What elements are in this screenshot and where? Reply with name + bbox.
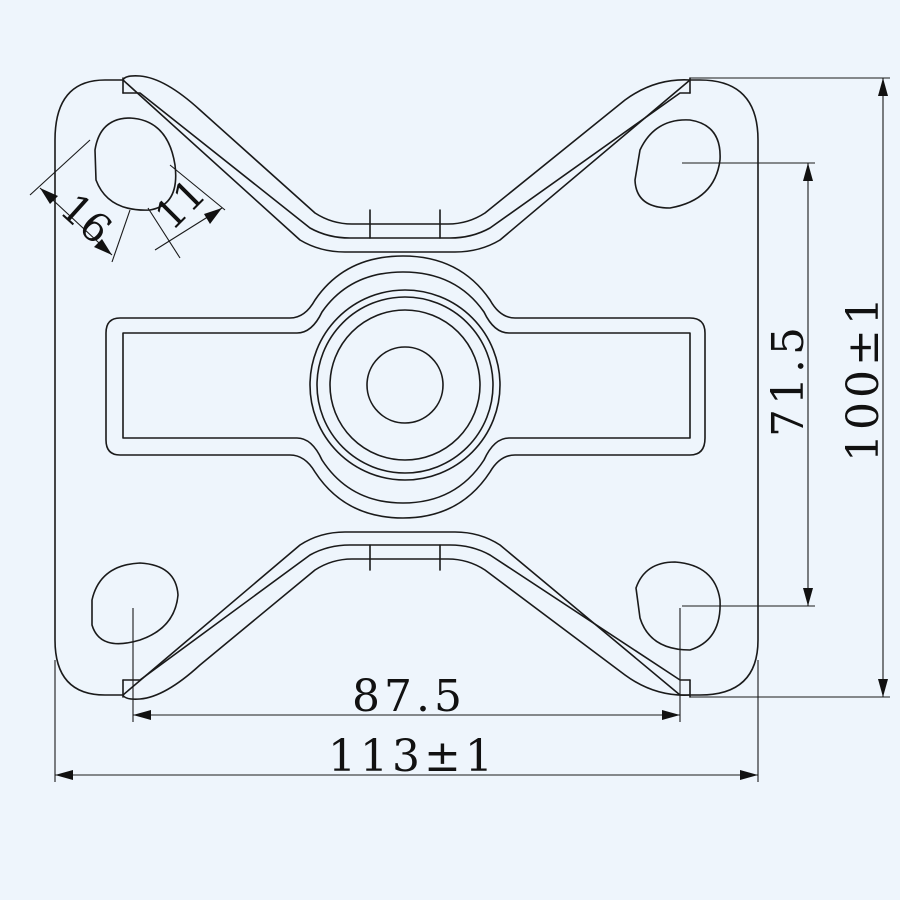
mounting-slot-bottom-left xyxy=(91,562,179,645)
center-boss-outer xyxy=(309,289,501,481)
bottom-rim-inner xyxy=(122,544,691,681)
slot-width-label: 11 xyxy=(147,171,216,240)
center-bar-outer xyxy=(105,255,706,519)
top-rim-inner xyxy=(122,92,691,239)
overall-width-label: 113±1 xyxy=(328,731,497,782)
mounting-slot-top-left xyxy=(94,117,177,211)
plate-outline xyxy=(54,79,759,696)
horizontal-hole-spacing-dimension: 87.5 xyxy=(132,608,681,722)
center-boss-ring xyxy=(316,296,494,474)
overall-width-dimension: 113±1 xyxy=(54,660,759,782)
center-bar-inner xyxy=(122,271,691,504)
horizontal-hole-spacing-label: 87.5 xyxy=(352,671,466,722)
bottom-rim-outer xyxy=(122,558,691,700)
overall-height-dimension: 100±1 xyxy=(690,77,890,698)
slot-length-label: 16 xyxy=(51,185,120,253)
overall-height-label: 100±1 xyxy=(838,293,889,462)
mounting-slot-bottom-right xyxy=(635,561,721,651)
center-bore xyxy=(366,346,444,424)
center-boss-inner xyxy=(329,309,481,461)
top-rim-outer xyxy=(122,75,691,225)
vertical-hole-spacing-label: 71.5 xyxy=(763,323,814,437)
mounting-slot-top-right xyxy=(634,119,721,209)
slot-dimension: 16 11 xyxy=(29,139,226,263)
vertical-hole-spacing-dimension: 71.5 xyxy=(682,162,815,607)
